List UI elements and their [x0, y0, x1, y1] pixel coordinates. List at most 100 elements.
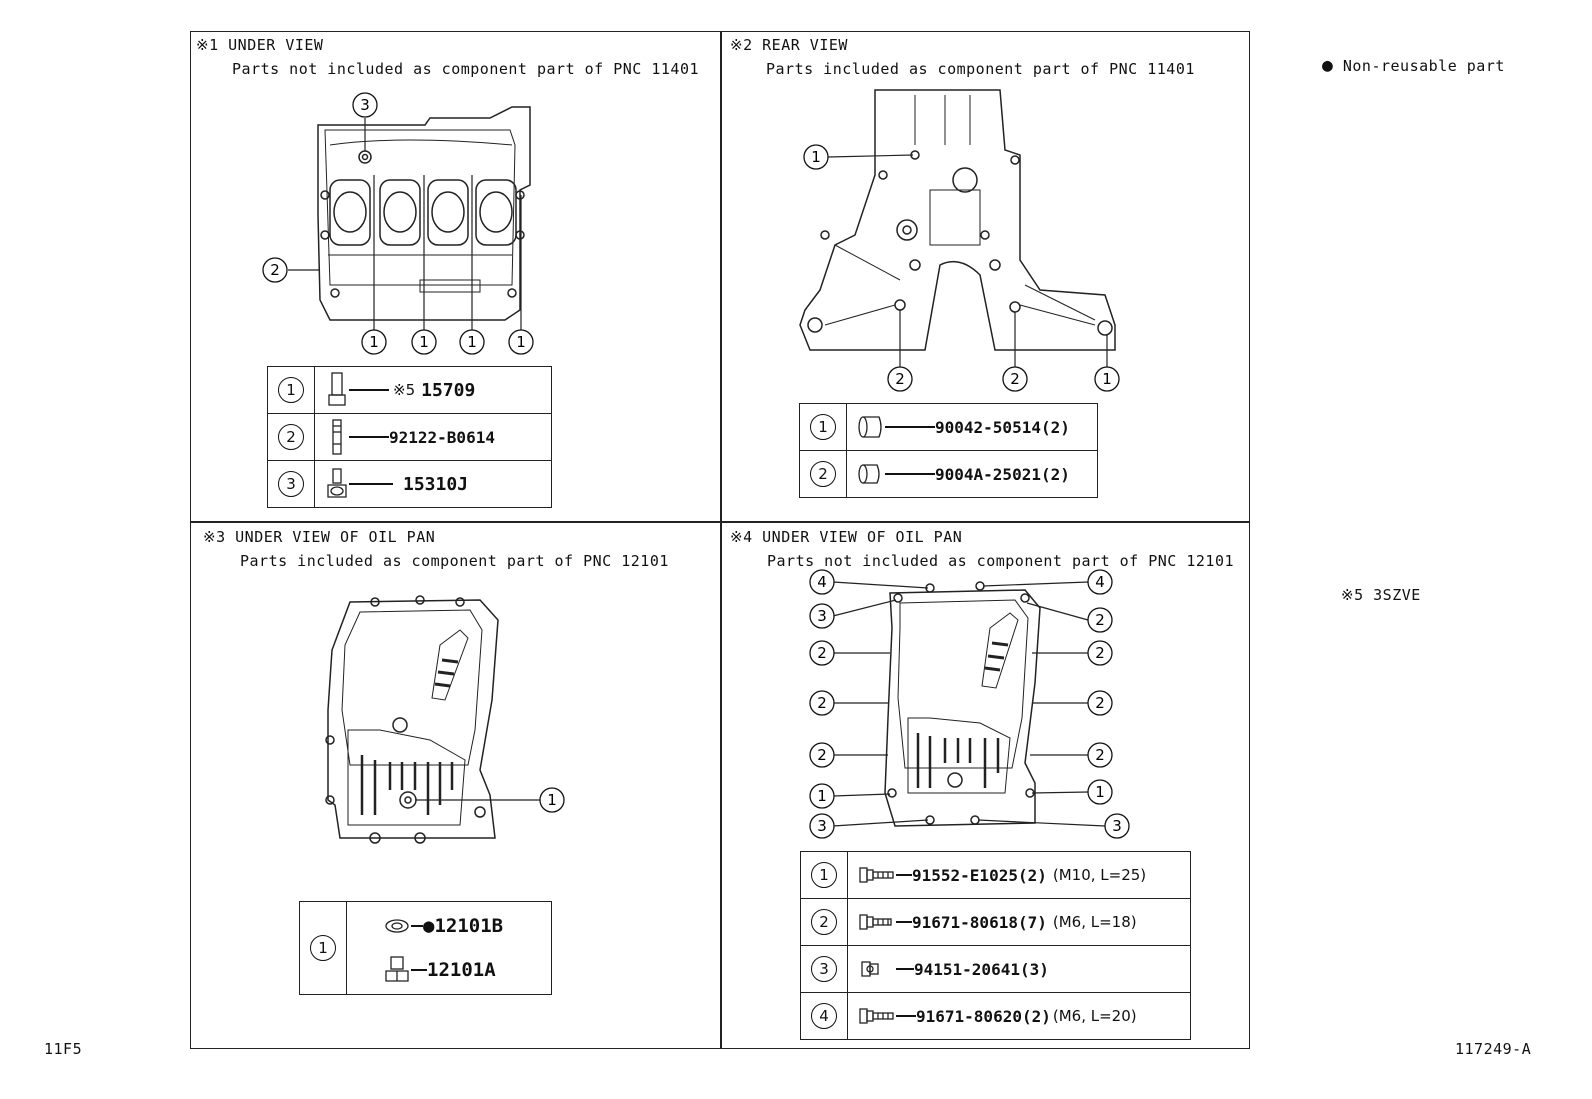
callout-p1-1a: 1 — [369, 333, 379, 351]
panel3-subtitle: Parts included as component part of PNC … — [240, 552, 669, 570]
bullet-icon: ● — [1322, 55, 1334, 76]
row-number: 3 — [278, 471, 304, 497]
flange-bolt-icon — [859, 1008, 894, 1024]
panel2-subtitle: Parts included as component part of PNC … — [766, 60, 1195, 78]
panel-divider-horizontal — [190, 521, 1250, 523]
part-number: 15310J — [403, 473, 469, 495]
gasket-icon — [385, 919, 409, 933]
page-code-left: 11F5 — [44, 1040, 83, 1058]
panel1-parts-table: 1 ※5 15709 2 92122-B0614 3 15310J — [267, 366, 552, 508]
leader-line — [896, 1015, 916, 1017]
table-row: 2 92122-B0614 — [267, 413, 552, 461]
panel4-parts-table: 1 91552-E1025(2) (M10, L=25) 2 91671-806… — [800, 851, 1191, 1040]
engine-block-under-view-drawing: 3 2 1 1 1 1 — [262, 92, 534, 355]
table-row: 2 91671-80618(7) (M6, L=18) — [800, 898, 1191, 946]
part-number: 15709 — [421, 379, 476, 401]
part-number: 90042-50514(2) — [935, 417, 1070, 437]
panel2-title: ※2 REAR VIEW — [730, 36, 848, 54]
panel4-subtitle: Parts not included as component part of … — [767, 552, 1235, 570]
panel4-title: ※4 UNDER VIEW OF OIL PAN — [730, 528, 963, 546]
drain-plug-icon — [385, 956, 409, 982]
panel-divider-vertical — [720, 31, 722, 1049]
callout-p1-1b: 1 — [419, 333, 429, 351]
callout-p4-2g: 2 — [1095, 746, 1105, 764]
row-number: 1 — [278, 377, 304, 403]
callout-p3-1: 1 — [547, 791, 557, 809]
part-spec: (M6, L=18) — [1052, 913, 1137, 931]
callout-p1-1d: 1 — [516, 333, 526, 351]
part-number: 94151-20641(3) — [914, 959, 1049, 979]
table-row: 1 91552-E1025(2) (M10, L=25) — [800, 851, 1191, 899]
callout-p4-3c: 3 — [1112, 817, 1122, 835]
part-spec: (M6, L=20) — [1052, 1007, 1137, 1025]
part-number: 9004A-25021(2) — [935, 464, 1070, 484]
flange-bolt-icon — [859, 914, 892, 930]
row-number: 2 — [278, 424, 304, 450]
part-number: 12101A — [427, 959, 496, 981]
ring-dowel-icon — [858, 416, 882, 438]
part-number: ●12101B — [423, 915, 504, 937]
leader-line — [349, 436, 389, 438]
callout-p4-2d: 2 — [817, 694, 827, 712]
table-row: 2 9004A-25021(2) — [799, 450, 1098, 498]
callout-p4-2c: 2 — [1095, 644, 1105, 662]
row-number: 1 — [811, 862, 837, 888]
row-number: 4 — [811, 1003, 837, 1029]
part-number: 91552-E1025(2) — [912, 865, 1047, 885]
table-row: 4 91671-80620(2) (M6, L=20) — [800, 992, 1191, 1040]
leader-line — [411, 969, 427, 971]
callout-p2-2a: 2 — [895, 370, 905, 388]
callout-p4-4a: 4 — [817, 573, 827, 591]
leader-line — [896, 921, 912, 923]
callout-p1-3: 3 — [360, 96, 370, 114]
row-number: 1 — [310, 935, 336, 961]
oil-pan-under-view-2-drawing: 4 4 3 2 2 2 2 2 2 2 1 1 3 3 — [809, 569, 1130, 839]
stud-bolt-icon — [332, 419, 342, 455]
callout-p1-2: 2 — [270, 261, 280, 279]
callout-p1-1c: 1 — [467, 333, 477, 351]
leader-line — [349, 389, 389, 391]
oil-pan-under-view-drawing: 1 — [325, 595, 565, 844]
row-number: 2 — [811, 909, 837, 935]
part-prefix: ※5 — [393, 381, 416, 399]
part-number: 91671-80618(7) — [912, 912, 1047, 932]
page-code-right: 117249-A — [1455, 1040, 1532, 1058]
leader-line — [885, 473, 935, 475]
callout-p4-3a: 3 — [817, 607, 827, 625]
row-number: 2 — [810, 461, 836, 487]
part-number: 91671-80620(2) — [916, 1006, 1051, 1026]
callout-p4-2e: 2 — [1095, 694, 1105, 712]
flange-bolt-icon — [859, 867, 894, 883]
leader-line — [896, 968, 914, 970]
ring-dowel-icon — [858, 464, 880, 484]
part-number: 92122-B0614 — [389, 427, 495, 447]
table-row: 3 15310J — [267, 460, 552, 508]
callout-p2-1a: 1 — [811, 148, 821, 166]
row-number: 1 — [810, 414, 836, 440]
table-row: 1 ●12101B 12101A — [299, 901, 552, 995]
legend-label: Non-reusable part — [1342, 57, 1505, 75]
callout-p4-2b: 2 — [817, 644, 827, 662]
callout-p4-2a: 2 — [1095, 611, 1105, 629]
callout-p2-2b: 2 — [1010, 370, 1020, 388]
table-row: 1 ※5 15709 — [267, 366, 552, 414]
table-row: 1 90042-50514(2) — [799, 403, 1098, 451]
callout-p2-1b: 1 — [1102, 370, 1112, 388]
panel1-title: ※1 UNDER VIEW — [196, 36, 324, 54]
legend-non-reusable: ● Non-reusable part — [1322, 55, 1505, 76]
leader-line — [349, 483, 393, 485]
panel3-parts-table: 1 ●12101B 12101A — [299, 901, 552, 995]
leader-line — [885, 426, 935, 428]
callout-p4-1a: 1 — [817, 787, 827, 805]
panel1-subtitle: Parts not included as component part of … — [232, 60, 700, 78]
part-spec: (M10, L=25) — [1052, 866, 1147, 884]
callout-p4-3b: 3 — [817, 817, 827, 835]
table-row: 3 94151-20641(3) — [800, 945, 1191, 993]
engine-block-rear-view-drawing: 1 2 2 1 — [799, 89, 1120, 392]
pipe-plug-icon — [328, 372, 346, 406]
panel2-parts-table: 1 90042-50514(2) 2 9004A-25021(2) — [799, 403, 1098, 498]
row-number: 3 — [811, 956, 837, 982]
plug-bolt-icon — [327, 468, 347, 498]
callout-p4-2f: 2 — [817, 746, 827, 764]
callout-p4-1b: 1 — [1095, 783, 1105, 801]
